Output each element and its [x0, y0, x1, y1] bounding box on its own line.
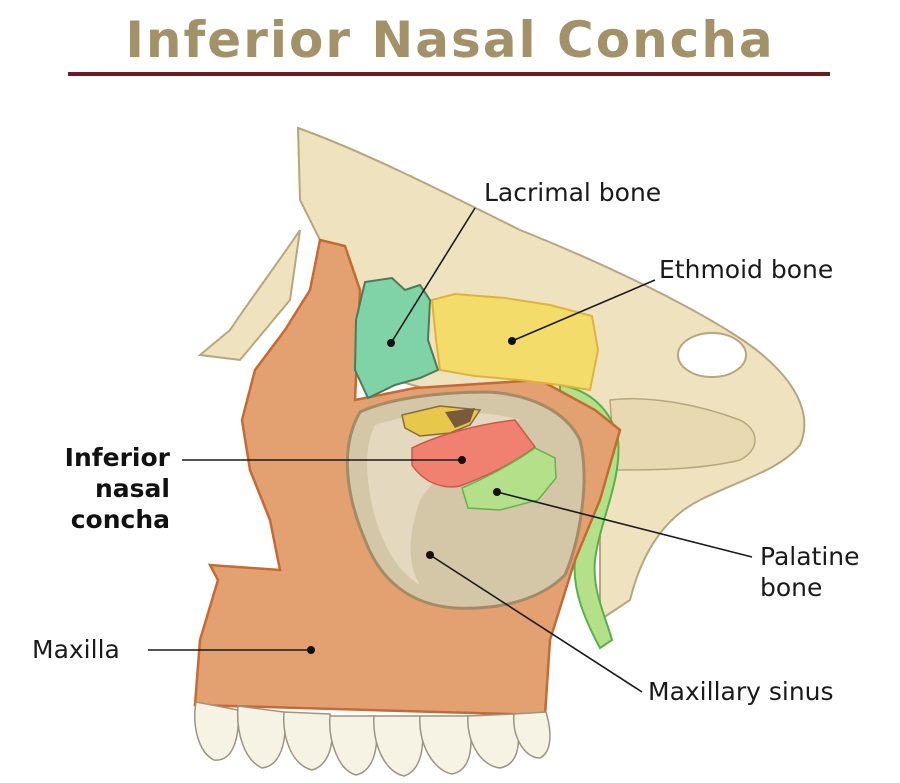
teeth-row	[194, 701, 551, 777]
tooth	[373, 715, 424, 777]
lacrimal-bone-shape	[353, 276, 440, 400]
label-ethmoid-bone: Ethmoid bone	[659, 255, 833, 284]
tooth	[329, 715, 378, 776]
orbit-opening	[677, 332, 747, 378]
leader-ethmoid	[508, 279, 656, 345]
tooth	[236, 705, 286, 769]
tooth	[283, 711, 333, 771]
label-palatine-bone-line1: Palatine	[760, 542, 860, 571]
leader-palatine	[493, 488, 753, 558]
page-title: Inferior Nasal Concha	[125, 11, 775, 69]
label-maxilla: Maxilla	[32, 635, 120, 664]
tooth	[467, 713, 520, 769]
label-palatine-bone-line2: bone	[760, 573, 822, 602]
palatine-inner-shape	[461, 447, 557, 511]
tooth	[419, 715, 472, 775]
leader-maxilla	[148, 646, 315, 654]
title-underline	[68, 72, 830, 76]
orbital-floor-shadow	[445, 408, 475, 428]
label-inferior-nasal-concha-line2: nasal	[95, 474, 170, 503]
leader-maxillary-sinus	[426, 551, 643, 693]
leader-inferior-nasal-concha	[182, 456, 466, 464]
tooth	[513, 711, 551, 759]
skull-nasal-process	[197, 229, 301, 362]
tooth	[194, 701, 240, 761]
label-inferior-nasal-concha-line1: Inferior	[65, 443, 171, 472]
label-lacrimal-bone: Lacrimal bone	[484, 178, 661, 207]
label-maxillary-sinus: Maxillary sinus	[648, 677, 834, 706]
sinus-inner-wall	[367, 412, 520, 585]
label-inferior-nasal-concha-line3: concha	[71, 505, 170, 534]
leader-lacrimal	[387, 207, 476, 347]
zygomatic-region	[609, 397, 756, 471]
